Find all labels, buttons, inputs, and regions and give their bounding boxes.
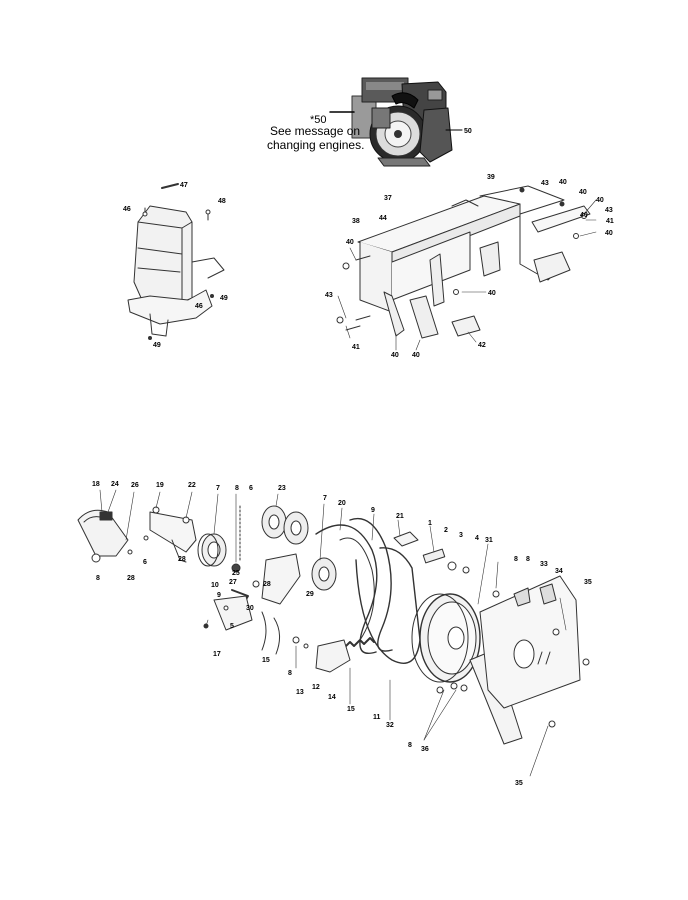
callout-frame: 44 bbox=[379, 215, 387, 222]
callout-cover: 46 bbox=[123, 206, 131, 213]
callout-drive: 34 bbox=[555, 568, 563, 575]
callout-cover: 48 bbox=[218, 198, 226, 205]
callout-drive: 29 bbox=[306, 591, 314, 598]
engine-illustration bbox=[329, 77, 463, 167]
callout-drive: 4 bbox=[475, 535, 479, 542]
callout-drive: 28 bbox=[263, 581, 271, 588]
callout-drive: 8 bbox=[408, 742, 412, 749]
callout-drive: 24 bbox=[111, 481, 119, 488]
callout-drive: 28 bbox=[178, 556, 186, 563]
callout-drive: 22 bbox=[188, 482, 196, 489]
callout-frame: 41 bbox=[606, 218, 614, 225]
callout-drive: 20 bbox=[338, 500, 346, 507]
callout-frame: 43 bbox=[541, 180, 549, 187]
callout-frame: 40 bbox=[605, 230, 613, 237]
callout-drive: 6 bbox=[249, 485, 253, 492]
callout-cover: 47 bbox=[180, 182, 188, 189]
callout-drive: 36 bbox=[421, 746, 429, 753]
callout-drive: 28 bbox=[127, 575, 135, 582]
callout-drive: 2 bbox=[444, 527, 448, 534]
callout-frame: 40 bbox=[346, 239, 354, 246]
frame-illustration bbox=[336, 185, 597, 351]
callout-drive: 21 bbox=[396, 513, 404, 520]
callout-drive: 11 bbox=[373, 714, 381, 721]
callout-frame: 40 bbox=[559, 179, 567, 186]
callout-drive: 8 bbox=[526, 556, 530, 563]
callout-drive: 23 bbox=[278, 485, 286, 492]
callout-drive: 35 bbox=[584, 579, 592, 586]
callout-drive: 32 bbox=[386, 722, 394, 729]
callout-drive: 9 bbox=[371, 507, 375, 514]
belt-cover-illustration bbox=[127, 183, 225, 340]
callout-cover: 46 bbox=[195, 303, 203, 310]
callout-drive: 8 bbox=[235, 485, 239, 492]
callout-drive: 17 bbox=[213, 651, 221, 658]
callout-drive: 1 bbox=[428, 520, 432, 527]
callout-engine: 50 bbox=[464, 128, 472, 135]
callout-frame: 40 bbox=[391, 352, 399, 359]
callout-frame: 40 bbox=[596, 197, 604, 204]
callout-frame: 37 bbox=[384, 195, 392, 202]
callout-drive: 25 bbox=[232, 570, 240, 577]
callout-drive: 12 bbox=[312, 684, 320, 691]
callout-frame: 40 bbox=[488, 290, 496, 297]
callout-drive: 31 bbox=[485, 537, 493, 544]
callout-drive: 26 bbox=[131, 482, 139, 489]
callout-drive: 33 bbox=[540, 561, 548, 568]
callout-drive: 14 bbox=[328, 694, 336, 701]
callout-cover: 49 bbox=[220, 295, 228, 302]
callout-drive: 10 bbox=[211, 582, 219, 589]
callout-drive: 8 bbox=[288, 670, 292, 677]
callout-frame: 40 bbox=[412, 352, 420, 359]
callout-drive: 19 bbox=[156, 482, 164, 489]
callout-frame: 39 bbox=[487, 174, 495, 181]
engine-note-line1: See message on bbox=[270, 124, 361, 138]
callout-drive: 27 bbox=[229, 579, 237, 586]
drive-assembly-illustration bbox=[77, 489, 590, 777]
engine-note-ref: *50 bbox=[310, 114, 327, 126]
callout-drive: 6 bbox=[143, 559, 147, 566]
callout-drive: 8 bbox=[96, 575, 100, 582]
callout-drive: 8 bbox=[514, 556, 518, 563]
callout-drive: 7 bbox=[216, 485, 220, 492]
callout-frame: 43 bbox=[325, 292, 333, 299]
callout-drive: 3 bbox=[459, 532, 463, 539]
callout-drive: 5 bbox=[230, 623, 234, 630]
callout-drive: 35 bbox=[515, 780, 523, 787]
callout-frame: 40 bbox=[579, 189, 587, 196]
callout-drive: 7 bbox=[323, 495, 327, 502]
callout-drive: 15 bbox=[262, 657, 270, 664]
callout-frame: 41 bbox=[352, 344, 360, 351]
callout-drive: 15 bbox=[347, 706, 355, 713]
callout-drive: 13 bbox=[296, 689, 304, 696]
callout-drive: 9 bbox=[217, 592, 221, 599]
callout-frame: 42 bbox=[478, 342, 486, 349]
callout-frame: 38 bbox=[352, 218, 360, 225]
callout-drive: 18 bbox=[92, 481, 100, 488]
callout-cover: 49 bbox=[153, 342, 161, 349]
callout-frame: 43 bbox=[605, 207, 613, 214]
callout-drive: 30 bbox=[246, 605, 254, 612]
engine-note-line2: changing engines. bbox=[267, 138, 365, 152]
callout-frame: 40 bbox=[580, 212, 588, 219]
